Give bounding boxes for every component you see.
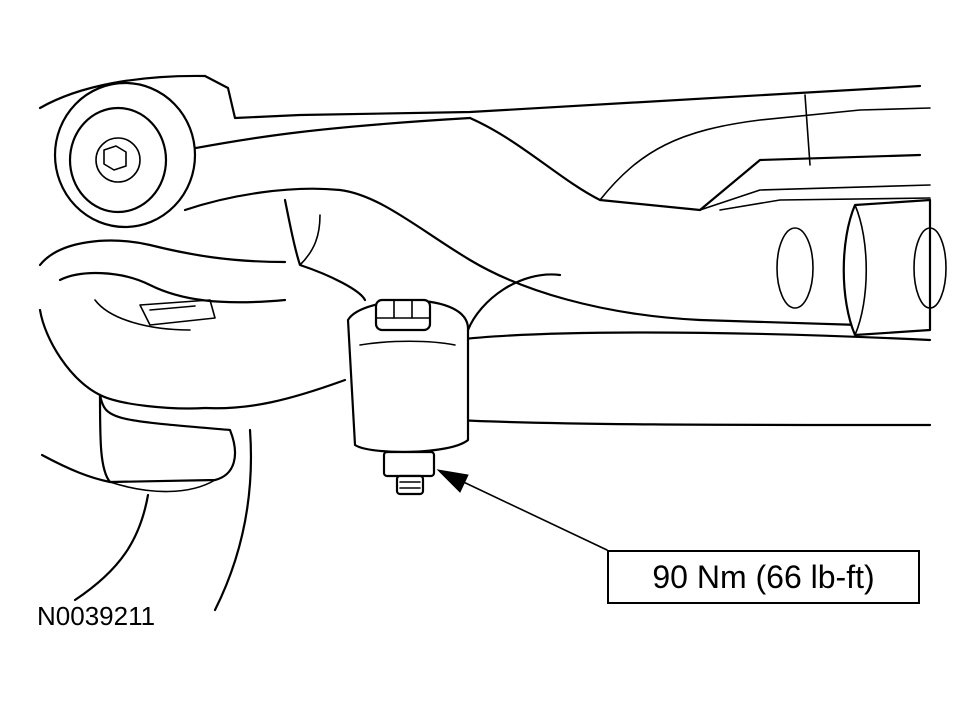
- nut: [382, 450, 436, 496]
- bolt-head: [374, 298, 432, 332]
- torque-label: 90 Nm (66 lb-ft): [652, 558, 875, 595]
- control-arm: [38, 187, 862, 493]
- callout-leader: [454, 477, 608, 551]
- lower-curves: [73, 428, 253, 612]
- torque-callout: 90 Nm (66 lb-ft): [607, 550, 920, 604]
- stabilizer-bar: [448, 198, 947, 427]
- frame-upper: [38, 74, 931, 212]
- callout-arrow-icon: [436, 469, 469, 493]
- figure-id: N0039211: [37, 601, 156, 631]
- bushing-eye: [53, 81, 197, 229]
